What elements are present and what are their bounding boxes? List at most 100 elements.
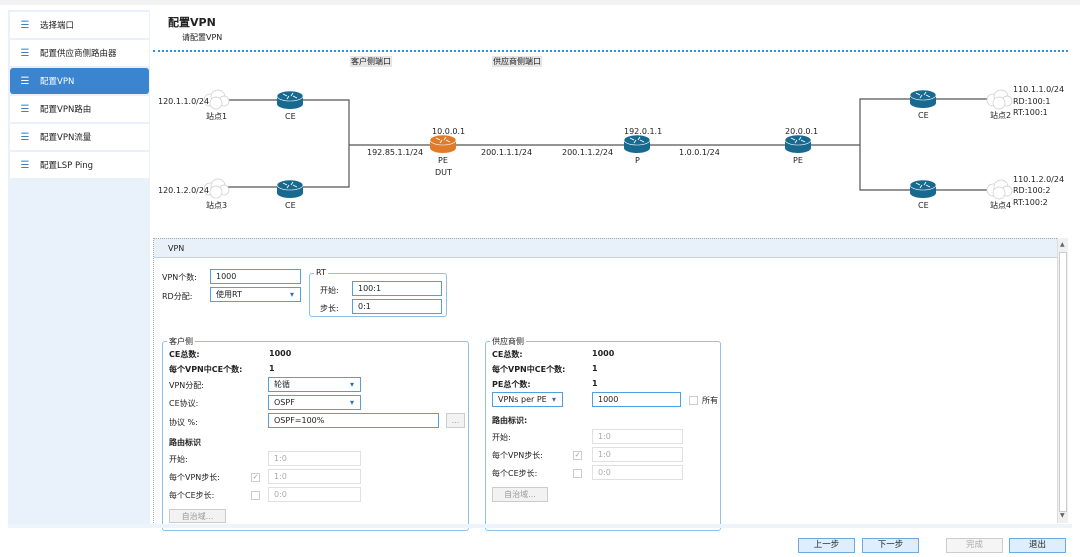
site2-rt: RT:100:1 xyxy=(1013,108,1048,117)
rt-group-title: RT xyxy=(314,268,328,277)
proto-pct-input[interactable]: OSPF=100% xyxy=(268,413,439,428)
provider-as-button[interactable]: 自治域... xyxy=(492,487,548,502)
customer-group: 客户侧 xyxy=(162,336,469,531)
list-icon: ☰ xyxy=(20,159,30,171)
exit-button[interactable]: 退出 xyxy=(1009,538,1066,553)
customer-as-button[interactable]: 自治域... xyxy=(169,509,226,523)
site1-name: 站点1 xyxy=(206,111,227,121)
scroll-up-icon[interactable]: ▲ xyxy=(1060,241,1065,248)
pe-router-icon xyxy=(784,134,812,153)
customer-ce-step-checkbox[interactable] xyxy=(251,491,260,500)
sidebar-item-vpn-traffic[interactable]: ☰ 配置VPN流量 xyxy=(10,124,149,150)
rd-select-value: 使用RT xyxy=(216,290,242,299)
finish-button[interactable]: 完成 xyxy=(946,538,1003,553)
ce4-label: CE xyxy=(918,201,929,210)
all-checkbox[interactable] xyxy=(689,396,698,405)
vpn-alloc-select[interactable]: 轮循 xyxy=(268,377,361,392)
customer-vpn-step-input[interactable]: 1:0 xyxy=(268,469,361,484)
ce1-router-icon xyxy=(276,90,304,109)
links xyxy=(228,98,988,191)
all-label: 所有 xyxy=(702,396,718,405)
section-header: VPN xyxy=(154,238,1058,258)
next-button[interactable]: 下一步 xyxy=(862,538,919,553)
list-icon: ☰ xyxy=(20,131,30,143)
provider-start-input[interactable]: 1:0 xyxy=(592,429,683,444)
customer-start-label: 开始: xyxy=(169,455,188,464)
rt-start-input[interactable]: 100:1 xyxy=(352,281,442,296)
prev-button[interactable]: 上一步 xyxy=(798,538,855,553)
site4-net: 110.1.2.0/24 xyxy=(1013,175,1064,184)
site2-net: 110.1.1.0/24 xyxy=(1013,85,1064,94)
customer-ce-step-label: 每个CE步长: xyxy=(169,491,215,500)
site2-rd: RD:100:1 xyxy=(1013,97,1050,106)
provider-mode-input[interactable]: 1000 xyxy=(592,392,681,407)
provider-vpn-step-label: 每个VPN步长: xyxy=(492,451,543,460)
site3-cloud-icon xyxy=(203,178,230,199)
customer-ce-total-label: CE总数: xyxy=(169,350,200,359)
customer-start-input[interactable]: 1:0 xyxy=(268,451,361,466)
p-router-icon xyxy=(623,134,651,153)
divider xyxy=(153,50,1068,52)
dut-router-icon xyxy=(429,134,457,153)
site4-rd: RD:100:2 xyxy=(1013,186,1050,195)
provider-mode-value: VPNs per PE xyxy=(498,395,547,404)
proto-pct-label: 协议 %: xyxy=(169,418,198,427)
site3-name: 站点3 xyxy=(206,200,227,210)
customer-group-title: 客户侧 xyxy=(167,336,195,347)
sidebar-item-label: 配置VPN xyxy=(40,77,75,87)
provider-start-label: 开始: xyxy=(492,433,511,442)
sidebar-item-label: 配置VPN流量 xyxy=(40,133,92,143)
provider-pe-total-label: PE总个数: xyxy=(492,380,531,389)
bottom-divider xyxy=(8,524,1072,528)
ce-proto-value: OSPF xyxy=(274,398,295,407)
vpn-count-input[interactable]: 1000 xyxy=(210,269,301,284)
scroll-thumb[interactable] xyxy=(1059,252,1067,512)
ce2-router-icon xyxy=(909,89,937,108)
link-p-dut: 200.1.1.2/24 xyxy=(562,148,613,157)
rd-select[interactable]: 使用RT xyxy=(210,287,301,302)
site1-cloud-icon xyxy=(203,89,230,110)
rt-group: RT xyxy=(309,268,447,317)
vpn-alloc-value: 轮循 xyxy=(274,380,290,389)
vpn-alloc-label: VPN分配: xyxy=(169,381,204,390)
provider-vpn-step-checkbox[interactable]: ✓ xyxy=(573,451,582,460)
sidebar-item-vpn-route[interactable]: ☰配置VPN路由 xyxy=(10,96,149,122)
proto-pct-more-button[interactable]: ... xyxy=(446,413,465,428)
list-icon: ☰ xyxy=(20,103,30,115)
list-icon: ☰ xyxy=(20,75,30,87)
scrollbar[interactable]: ▲ ▼ xyxy=(1057,238,1068,523)
ce4-router-icon xyxy=(909,179,937,198)
dut-ip: 10.0.0.1 xyxy=(432,127,465,136)
provider-vpn-step-input[interactable]: 1:0 xyxy=(592,447,683,462)
customer-ce-per-vpn-label: 每个VPN中CE个数: xyxy=(169,365,243,374)
customer-vpn-step-checkbox[interactable]: ✓ xyxy=(251,473,260,482)
site1-net: 120.1.1.0/24 xyxy=(158,97,209,106)
provider-ce-total-label: CE总数: xyxy=(492,350,523,359)
provider-ce-step-label: 每个CE步长: xyxy=(492,469,538,478)
customer-ce-per-vpn: 1 xyxy=(269,364,275,373)
site3-net: 120.1.2.0/24 xyxy=(158,186,209,195)
pe-ip: 20.0.0.1 xyxy=(785,127,818,136)
provider-ce-step-input[interactable]: 0:0 xyxy=(592,465,683,480)
customer-vpn-step-label: 每个VPN步长: xyxy=(169,473,220,482)
dut-sub: DUT xyxy=(435,168,452,177)
sidebar-item-provider-router[interactable]: ☰配置供应商侧路由器 xyxy=(10,40,149,66)
provider-mode-select[interactable]: VPNs per PE xyxy=(492,392,563,407)
provider-ce-total: 1000 xyxy=(592,349,615,358)
provider-ce-step-checkbox[interactable] xyxy=(573,469,582,478)
provider-port-tag: 供应商侧端口 xyxy=(492,56,542,67)
ce-proto-select[interactable]: OSPF xyxy=(268,395,361,410)
customer-ce-step-input[interactable]: 0:0 xyxy=(268,487,361,502)
provider-group: 供应商侧 xyxy=(485,336,721,531)
sidebar-item-config-vpn[interactable]: ☰ 配置VPN xyxy=(10,68,149,94)
sidebar-item-lsp-ping[interactable]: ☰配置LSP Ping xyxy=(10,152,149,178)
ce1-label: CE xyxy=(285,112,296,121)
pe-label: PE xyxy=(793,156,803,165)
ce3-label: CE xyxy=(285,201,296,210)
vpn-count-label: VPN个数: xyxy=(162,273,197,282)
topology-diagram: 120.1.1.0/24 站点1 120.1.2.0/24 站点3 CE CE … xyxy=(158,85,1064,210)
scroll-down-icon[interactable]: ▼ xyxy=(1060,512,1065,519)
sidebar-item-select-port[interactable]: ☰选择端口 xyxy=(10,12,149,38)
sidebar-item-label: 选择端口 xyxy=(40,21,75,31)
rt-step-input[interactable]: 0:1 xyxy=(352,299,442,314)
